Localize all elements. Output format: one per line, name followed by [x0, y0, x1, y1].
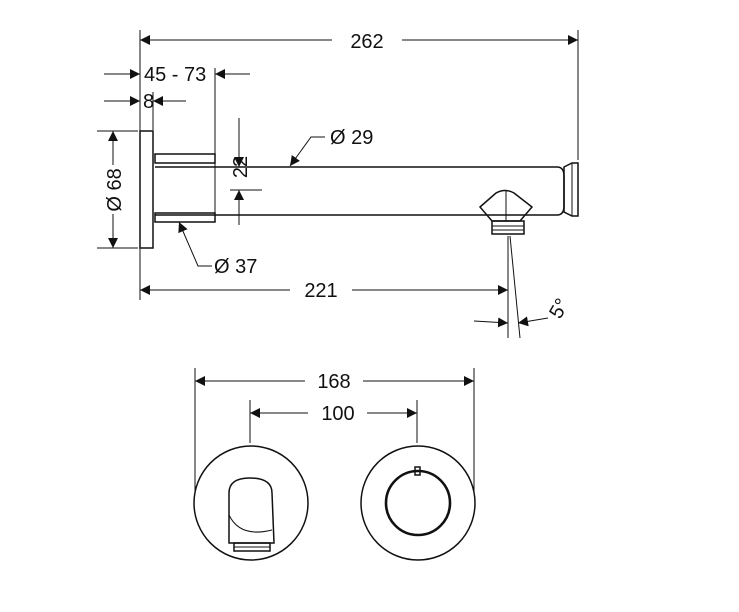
- dim-base-diameter: Ø 37: [214, 256, 257, 278]
- handle-indicator: [414, 466, 421, 476]
- spout-front-body: [228, 477, 275, 544]
- handle-knob: [384, 469, 452, 537]
- dim-spout-height: 22: [230, 156, 252, 178]
- side-view: [139, 130, 579, 249]
- dim-rosette-diameter: Ø 68: [104, 168, 126, 211]
- dim-rosette-thickness: 8: [143, 91, 154, 113]
- dim-overall-width: 168: [317, 371, 350, 393]
- aerator-nozzle: [491, 220, 525, 235]
- spout-end-cap: [563, 162, 579, 217]
- dim-wall-depth: 45 - 73: [144, 64, 206, 86]
- dim-overall-length: 262: [350, 31, 383, 53]
- front-view: [193, 368, 476, 561]
- handle-rosette: [360, 445, 476, 561]
- dim-centers-distance: 100: [321, 403, 354, 425]
- spout-rosette: [193, 445, 309, 561]
- dim-projection: 221: [304, 280, 337, 302]
- dim-spout-diameter: Ø 29: [330, 127, 373, 149]
- wall-rosette: [139, 130, 154, 249]
- dimension-lines: [104, 35, 578, 328]
- spout-front-curve: [228, 514, 273, 533]
- dim-outlet-angle: 5°: [545, 295, 574, 323]
- mounting-body-top: [154, 153, 216, 164]
- aerator-body: [478, 189, 534, 222]
